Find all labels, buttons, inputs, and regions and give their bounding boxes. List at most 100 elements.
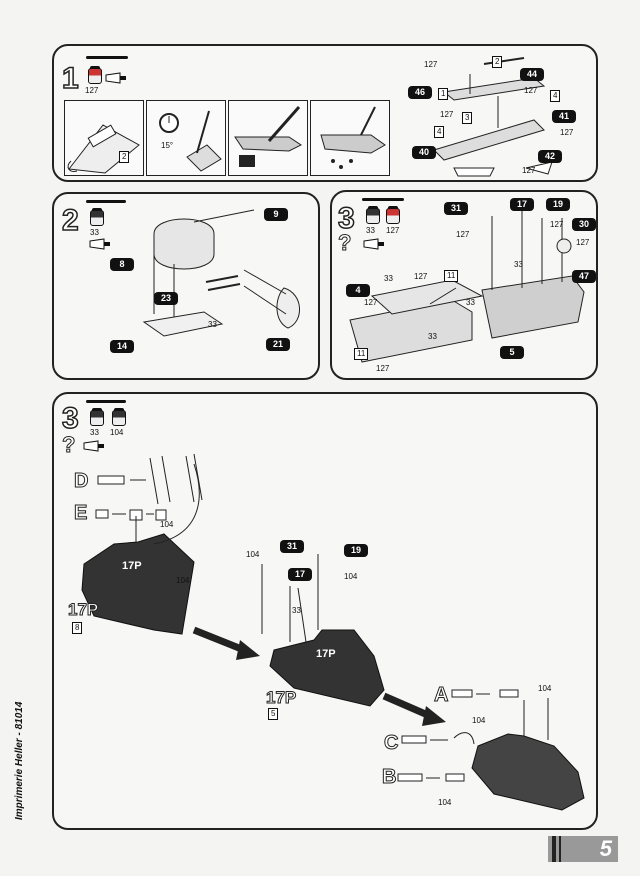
instruction-frame-3	[228, 100, 308, 176]
part-40: 40	[412, 146, 436, 159]
paint-ref: 127	[376, 364, 390, 373]
glue-tube-icon	[89, 238, 110, 250]
paint-ref: 104	[472, 716, 486, 725]
step-number: 1	[61, 62, 79, 95]
glue-tube-icon	[83, 440, 104, 452]
step-1-panel: 1 127 2 15°	[52, 44, 598, 182]
paint-ref: 104	[246, 550, 260, 559]
decal-ref-box: 2	[119, 151, 130, 163]
instruction-frame-2: 15°	[146, 100, 226, 176]
step-1-parts-diagram	[433, 57, 553, 177]
decal-box-8: 8	[72, 622, 83, 634]
paint-ref: 104	[176, 576, 190, 585]
brush-icon	[86, 400, 126, 403]
decal-box-5: 5	[268, 708, 279, 720]
brush-icon	[86, 56, 128, 59]
part-21: 21	[266, 338, 290, 351]
paint-ref: 104	[160, 520, 174, 529]
ref-box-1: 1	[438, 88, 449, 100]
paint-code: 33	[366, 226, 375, 235]
part-17: 17	[510, 198, 534, 211]
glue-tube-icon	[105, 72, 126, 84]
part-23: 23	[154, 292, 178, 305]
paint-ref: 104	[438, 798, 452, 807]
soak-time-label: 15°	[161, 141, 174, 150]
paint-ref: 127	[414, 272, 428, 281]
paint-pot-icon	[90, 208, 104, 226]
ref-box-4: 4	[550, 90, 561, 102]
paint-code: 127	[85, 86, 99, 95]
part-17: 17	[288, 568, 312, 581]
paint-ref: 104	[538, 684, 552, 693]
part-44: 44	[520, 68, 544, 81]
detail-letter-a: A	[433, 684, 449, 707]
paint-ref: 104	[344, 572, 358, 581]
paint-ref: 33	[208, 320, 217, 329]
part-47: 47	[572, 270, 596, 283]
paint-code: 127	[386, 226, 400, 235]
paint-pot-icon	[386, 206, 400, 224]
paint-ref: 127	[524, 86, 538, 95]
question-icon: ?	[337, 230, 352, 256]
part-42: 42	[538, 150, 562, 163]
part-4: 4	[346, 284, 370, 297]
ref-box-3: 3	[462, 112, 473, 124]
brush-icon	[362, 198, 404, 201]
instruction-frame-1: 2	[64, 100, 144, 176]
paint-ref: 127	[364, 298, 378, 307]
paint-code: 104	[110, 428, 124, 437]
part-9: 9	[264, 208, 288, 221]
paint-pot-icon	[88, 66, 102, 84]
step-3a-parts-diagram	[349, 206, 585, 363]
paint-ref: 127	[522, 166, 536, 175]
printer-credit: Imprimerie Heller - 81014	[14, 701, 25, 820]
ref-box-11: 11	[444, 270, 459, 282]
detail-letter-b: B	[381, 766, 397, 789]
part-31: 31	[280, 540, 304, 553]
part-19: 19	[344, 544, 368, 557]
paint-ref: 127	[440, 110, 454, 119]
part-5: 5	[500, 346, 524, 359]
step-number: 3	[337, 202, 355, 235]
part-19: 19	[546, 198, 570, 211]
paint-ref: 33	[428, 332, 437, 341]
paint-ref: 33	[514, 260, 523, 269]
part-46: 46	[408, 86, 432, 99]
step-3a-panel: 3 33 127 ? 31 17 19 127 127 30 127 33 47…	[330, 190, 598, 380]
ref-box-2: 2	[492, 56, 503, 68]
paint-ref: 127	[576, 238, 590, 247]
part-30: 30	[572, 218, 596, 231]
paint-pot-icon	[112, 408, 126, 426]
page-number-text: 5	[599, 836, 612, 861]
decal-17p-label: 17P	[265, 688, 297, 708]
step-2-panel: 2 33 9 8 23 33 14 21	[52, 192, 320, 380]
decal-17p-label: 17P	[67, 600, 99, 620]
part-41: 41	[552, 110, 576, 123]
decal-17p: 17P	[122, 560, 142, 572]
page-number: 5	[548, 836, 618, 862]
paint-ref: 127	[550, 220, 564, 229]
brush-icon	[86, 200, 126, 203]
step-number: 2	[61, 204, 79, 237]
paint-pot-icon	[366, 206, 380, 224]
paint-ref: 33	[466, 298, 475, 307]
part-14: 14	[110, 340, 134, 353]
paint-ref: 33	[384, 274, 393, 283]
detail-letter-c: C	[383, 732, 399, 755]
decal-17p: 17P	[316, 648, 336, 660]
step-number: 3	[61, 402, 79, 435]
part-8: 8	[110, 258, 134, 271]
paint-code: 33	[90, 228, 99, 237]
glue-tube-icon	[363, 238, 384, 250]
part-31: 31	[444, 202, 468, 215]
ref-box-4b: 4	[434, 126, 445, 138]
paint-ref: 127	[560, 128, 574, 137]
paint-ref: 33	[292, 606, 301, 615]
question-icon: ?	[61, 432, 76, 458]
paint-code: 33	[90, 428, 99, 437]
detail-letter-e: E	[73, 502, 88, 525]
step-3b-assembly-diagram	[81, 453, 585, 811]
step-3b-panel: 3 33 104 ? D E A C B	[52, 392, 598, 830]
paint-pot-icon	[90, 408, 104, 426]
ref-box-11b: 11	[354, 348, 369, 360]
